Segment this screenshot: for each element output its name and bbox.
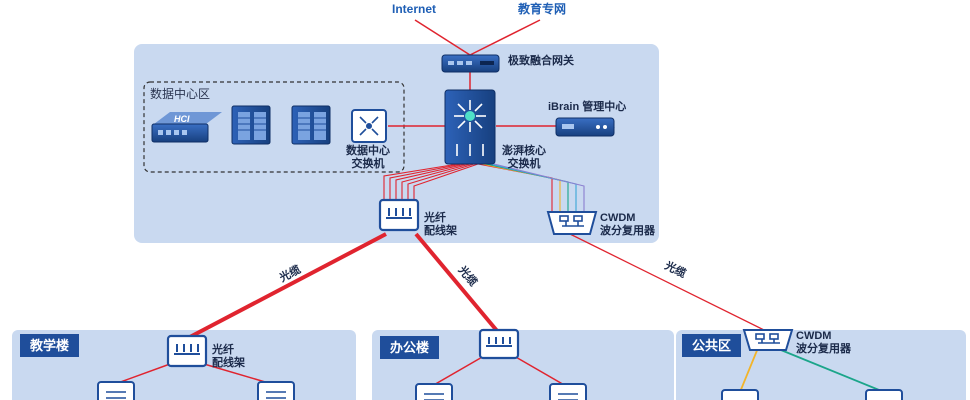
cwdm-core-label: CWDM 波分复用器 [600,212,655,238]
hci-text: HCI [174,114,190,124]
uplink-lines [414,19,541,56]
server-rack-1[interactable] [231,105,271,145]
core-switch-label-line1: 澎湃核心 [502,145,546,157]
core-switch-label: 澎湃核心 交换机 [502,145,546,171]
cable-to-teaching [187,232,387,340]
dc-switch-device[interactable] [351,109,387,143]
core-zone-panel [134,44,659,243]
access-switch-teaching-1[interactable] [97,381,135,400]
office-zone-panel [372,330,674,400]
internet-label: Internet [392,2,437,16]
cwdm-public-device[interactable] [742,329,794,351]
odf-core-label-line1: 光纤 [424,212,446,224]
cable-to-office [414,232,500,334]
core-cwdm-fibers [477,163,585,212]
core-switch-device[interactable] [444,89,496,165]
zone-tag-office: 办公楼 [380,336,440,359]
teaching-links [114,363,273,385]
dc-switch-label: 数据中心 交换机 [346,145,390,171]
cwdm-public-label-line1: CWDM [796,330,832,342]
odf-teaching-label-line1: 光纤 [212,344,234,356]
ibrain-label: iBrain 管理中心 [548,101,627,113]
access-switch-public-2[interactable] [865,389,903,400]
cable-label-right: 光缆 [662,258,689,281]
hci-appliance[interactable] [151,112,222,143]
dc-switch-label-line1: 数据中心 [346,145,390,157]
ibrain-device[interactable] [555,117,615,137]
zone-tag-teaching: 教学楼 [20,334,80,357]
public-link-green [775,347,885,393]
cwdm-public-label-line2: 波分复用器 [796,343,851,355]
access-switch-office-2[interactable] [549,383,587,400]
odf-teaching-label: 光纤 配线架 [212,344,245,370]
access-switch-office-1[interactable] [415,383,453,400]
odf-office-device[interactable] [478,328,520,360]
data-center-area [143,81,405,173]
cwdm-public-label: CWDM 波分复用器 [796,330,851,356]
cwdm-core-device[interactable] [546,211,598,235]
dc-switch-label-line2: 交换机 [351,158,385,170]
public-link-yellow [739,347,759,393]
odf-teaching-label-line2: 配线架 [212,357,245,369]
core-odf-fibers [383,163,479,200]
access-switch-teaching-2[interactable] [257,381,295,400]
zone-tag-public: 公共区 [682,334,742,357]
gateway-device[interactable] [441,54,500,73]
cwdm-core-label-line2: 波分复用器 [600,225,655,237]
edu-net-label: 教育专网 [518,2,567,16]
access-switch-public-1[interactable] [721,389,759,400]
gateway-label: 极致融合网关 [508,55,574,67]
cwdm-core-label-line1: CWDM [600,212,636,224]
cable-to-public [569,233,769,333]
office-links [431,355,567,387]
odf-core-device[interactable] [378,198,420,232]
core-switch-label-line2: 交换机 [507,158,541,170]
odf-core-label-line2: 配线架 [424,225,457,237]
odf-teaching-device[interactable] [166,334,208,368]
dc-zone-title: 数据中心区 [150,87,211,101]
odf-core-label: 光纤 配线架 [424,212,457,238]
server-rack-2[interactable] [291,105,331,145]
